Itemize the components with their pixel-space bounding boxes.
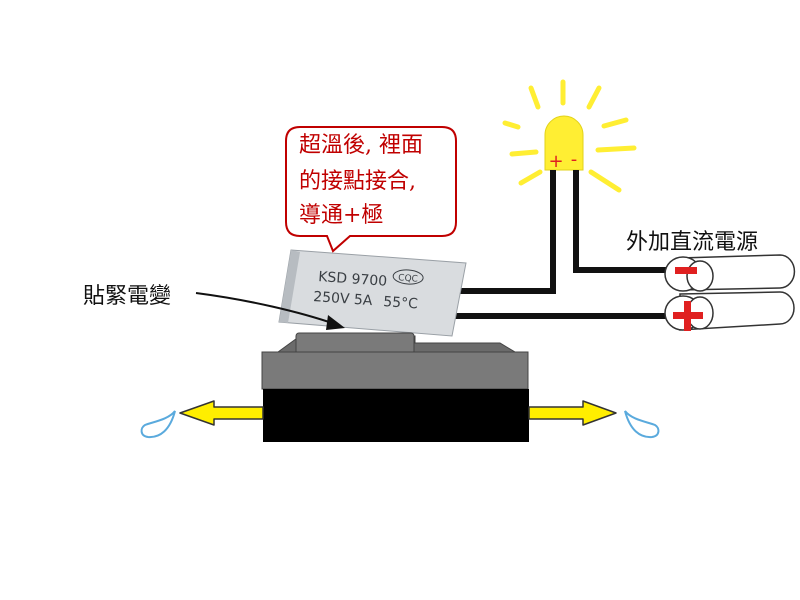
thermostat-model: KSD 9700 <box>318 269 388 290</box>
left-drop-icon <box>140 410 176 439</box>
led: + - <box>544 115 584 172</box>
right-arrow <box>528 400 617 426</box>
left-arrow <box>179 400 264 426</box>
battery-pack <box>664 254 796 331</box>
battery-terminals <box>673 267 703 331</box>
wires <box>449 170 690 319</box>
led-rays <box>502 79 637 193</box>
callout-line-2: 的接點接合, <box>299 169 416 194</box>
cqc-text: CQC <box>398 273 418 284</box>
right-drop-icon <box>624 410 660 439</box>
power-label: 外加直流電源 <box>626 230 758 255</box>
led-minus-sign: - <box>571 149 578 170</box>
callout-line-1: 超溫後, 裡面 <box>299 133 423 158</box>
callout-bubble: 超溫後, 裡面 的接點接合, 導通+極 <box>285 126 457 253</box>
thermostat-temp: 55°C <box>383 294 419 312</box>
battery-minus-mark <box>675 267 697 274</box>
thermostat-switch: KSD 9700 CQC 250V 5A 55°C <box>278 249 467 337</box>
thermostat-rating: 250V 5A <box>313 289 374 309</box>
callout-line-3: 導通+極 <box>299 203 383 228</box>
battery-plus-mark-v <box>684 301 691 331</box>
attach-label: 貼緊電變 <box>83 284 171 309</box>
cqc-mark: CQC <box>392 269 424 285</box>
device-block <box>261 332 529 442</box>
led-plus-sign: + <box>548 151 563 172</box>
attach-pointer <box>195 292 345 330</box>
